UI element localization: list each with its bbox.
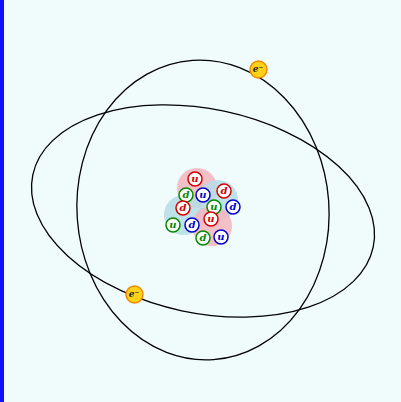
particle-circle bbox=[196, 188, 210, 202]
electron-orbit bbox=[12, 75, 395, 347]
particle-circle bbox=[166, 218, 180, 232]
particle-symbol: d bbox=[230, 202, 237, 212]
electron: e⁻ bbox=[249, 60, 268, 79]
particle-circle bbox=[250, 61, 267, 78]
particle-symbol: d bbox=[183, 190, 190, 200]
particle-symbol: u bbox=[199, 190, 206, 200]
quark: u bbox=[213, 229, 229, 245]
particle-symbol: d bbox=[180, 203, 187, 213]
particle-symbol: u bbox=[169, 220, 176, 230]
electron-orbit bbox=[67, 52, 339, 369]
particle-circle bbox=[204, 212, 218, 226]
quark: d bbox=[175, 200, 191, 216]
particle-symbol: d bbox=[200, 233, 207, 243]
quark: u bbox=[187, 171, 203, 187]
quark: d bbox=[195, 230, 211, 246]
particle-symbol: d bbox=[189, 220, 196, 230]
particle-circle bbox=[188, 172, 202, 186]
particle-circle bbox=[179, 188, 193, 202]
quark: d bbox=[225, 199, 241, 215]
particle-circle bbox=[196, 231, 210, 245]
particle-symbol: e⁻ bbox=[129, 290, 139, 299]
quark: u bbox=[203, 211, 219, 227]
particle-circle bbox=[126, 286, 143, 303]
particle-symbol: u bbox=[207, 214, 214, 224]
particle-symbol: u bbox=[191, 174, 198, 184]
quark: d bbox=[178, 187, 194, 203]
border-strip bbox=[0, 0, 4, 402]
particle-symbol: d bbox=[221, 186, 228, 196]
quark: d bbox=[216, 183, 232, 199]
particle-symbol: u bbox=[210, 202, 217, 212]
particle-circle bbox=[226, 200, 240, 214]
particle-circle bbox=[217, 184, 231, 198]
particle-symbol: e⁻ bbox=[253, 65, 263, 74]
particle-circle bbox=[185, 218, 199, 232]
quark: u bbox=[165, 217, 181, 233]
quark: u bbox=[195, 187, 211, 203]
electron: e⁻ bbox=[125, 285, 144, 304]
particle-symbol: u bbox=[217, 232, 224, 242]
particle-circle bbox=[176, 201, 190, 215]
particle-circle bbox=[214, 230, 228, 244]
quark: d bbox=[184, 217, 200, 233]
